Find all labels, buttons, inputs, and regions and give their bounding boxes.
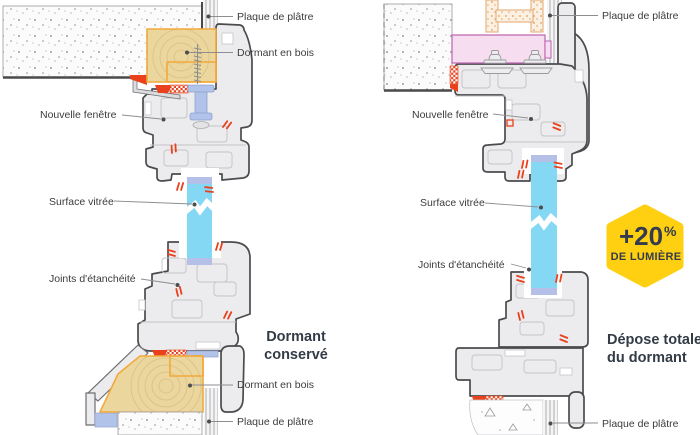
right-glazing: [522, 148, 564, 298]
label-text: Plaque de plâtre: [237, 11, 314, 23]
label-text: Plaque de plâtre: [602, 418, 679, 430]
left-fixing-plug: [187, 84, 215, 129]
right-wall-bottom: [469, 399, 544, 435]
label-joints-right: Joints d'étanchéité: [418, 259, 531, 272]
right-extension-profile: [451, 34, 552, 64]
label-surface-vitree-right: Surface vitrée: [420, 197, 543, 210]
left-title-line2: conservé: [264, 347, 328, 363]
right-labels: Plaque de plâtre Nouvelle fenêtre Surfac…: [412, 10, 679, 430]
badge-percent: %: [664, 223, 677, 239]
label-text: Plaque de plâtre: [237, 416, 314, 428]
right-title: Dépose totale du dormant: [607, 332, 700, 366]
light-gain-badge: +20 % DE LUMIÈRE: [606, 204, 684, 288]
label-joints-left: Joints d'étanchéité: [49, 273, 180, 287]
badge-hexagon-icon: [606, 204, 684, 288]
right-wall-top: [383, 3, 453, 92]
label-text: Joints d'étanchéité: [49, 273, 136, 285]
label-plaque-bottom-right: Plaque de plâtre: [548, 418, 679, 430]
label-text: Surface vitrée: [420, 197, 485, 209]
right-plasterboard-bottom: [543, 400, 558, 435]
left-title: Dormant conservé: [264, 329, 328, 363]
left-window-frame-bottom: [137, 241, 251, 352]
right-wall-seals: [449, 65, 459, 92]
left-labels: Plaque de plâtre Dormant en bois Nouvell…: [40, 11, 314, 428]
right-seal-ticks: [506, 119, 571, 346]
label-text: Surface vitrée: [49, 196, 114, 208]
right-title-line1: Dépose totale: [607, 332, 700, 348]
left-wood-dormant-bottom: [99, 355, 204, 413]
label-text: Dormant en bois: [237, 379, 314, 391]
left-title-line1: Dormant: [266, 329, 326, 345]
label-text: Plaque de plâtre: [602, 10, 679, 22]
left-diagram: Plaque de plâtre Dormant en bois Nouvell…: [2, 0, 328, 435]
label-text: Joints d'étanchéité: [418, 259, 505, 271]
right-diagram: Plaque de plâtre Nouvelle fenêtre Surfac…: [383, 0, 700, 435]
label-dormant-top: Dormant en bois: [185, 47, 314, 59]
badge-caption: DE LUMIÈRE: [611, 250, 682, 263]
right-insulation-block: [485, 0, 544, 33]
left-frame-leg-bottom: [220, 345, 245, 413]
left-glazing: [179, 168, 221, 265]
label-nouvelle-fenetre-left: Nouvelle fenêtre: [40, 109, 166, 122]
label-plaque-bottom-left: Plaque de plâtre: [207, 416, 314, 428]
left-plasterboard-top: [203, 0, 218, 30]
label-plaque-top-right: Plaque de plâtre: [548, 10, 679, 22]
right-title-line2: du dormant: [607, 350, 687, 366]
glass-break-icon: [527, 213, 561, 231]
label-text: Nouvelle fenêtre: [40, 109, 117, 121]
label-text: Nouvelle fenêtre: [412, 109, 489, 121]
label-dormant-bottom: Dormant en bois: [188, 379, 314, 391]
screw-icon: [193, 44, 202, 84]
label-plaque-top: Plaque de plâtre: [206, 11, 314, 23]
glass-break-icon: [183, 197, 216, 216]
left-wood-dormant-top: [146, 28, 217, 84]
badge-value: +20: [619, 221, 663, 251]
label-nouvelle-fenetre-right: Nouvelle fenêtre: [412, 109, 533, 121]
right-window-frame-bottom: [455, 271, 589, 429]
label-surface-vitree-left: Surface vitrée: [49, 196, 197, 208]
left-wall-bottom: [117, 411, 203, 435]
left-wall-seals: [130, 75, 189, 94]
left-plasterboard-bottom: [204, 388, 218, 435]
right-frame-leg-bottom: [568, 391, 585, 429]
label-text: Dormant en bois: [237, 47, 314, 59]
right-window-frame-top: [454, 63, 588, 182]
